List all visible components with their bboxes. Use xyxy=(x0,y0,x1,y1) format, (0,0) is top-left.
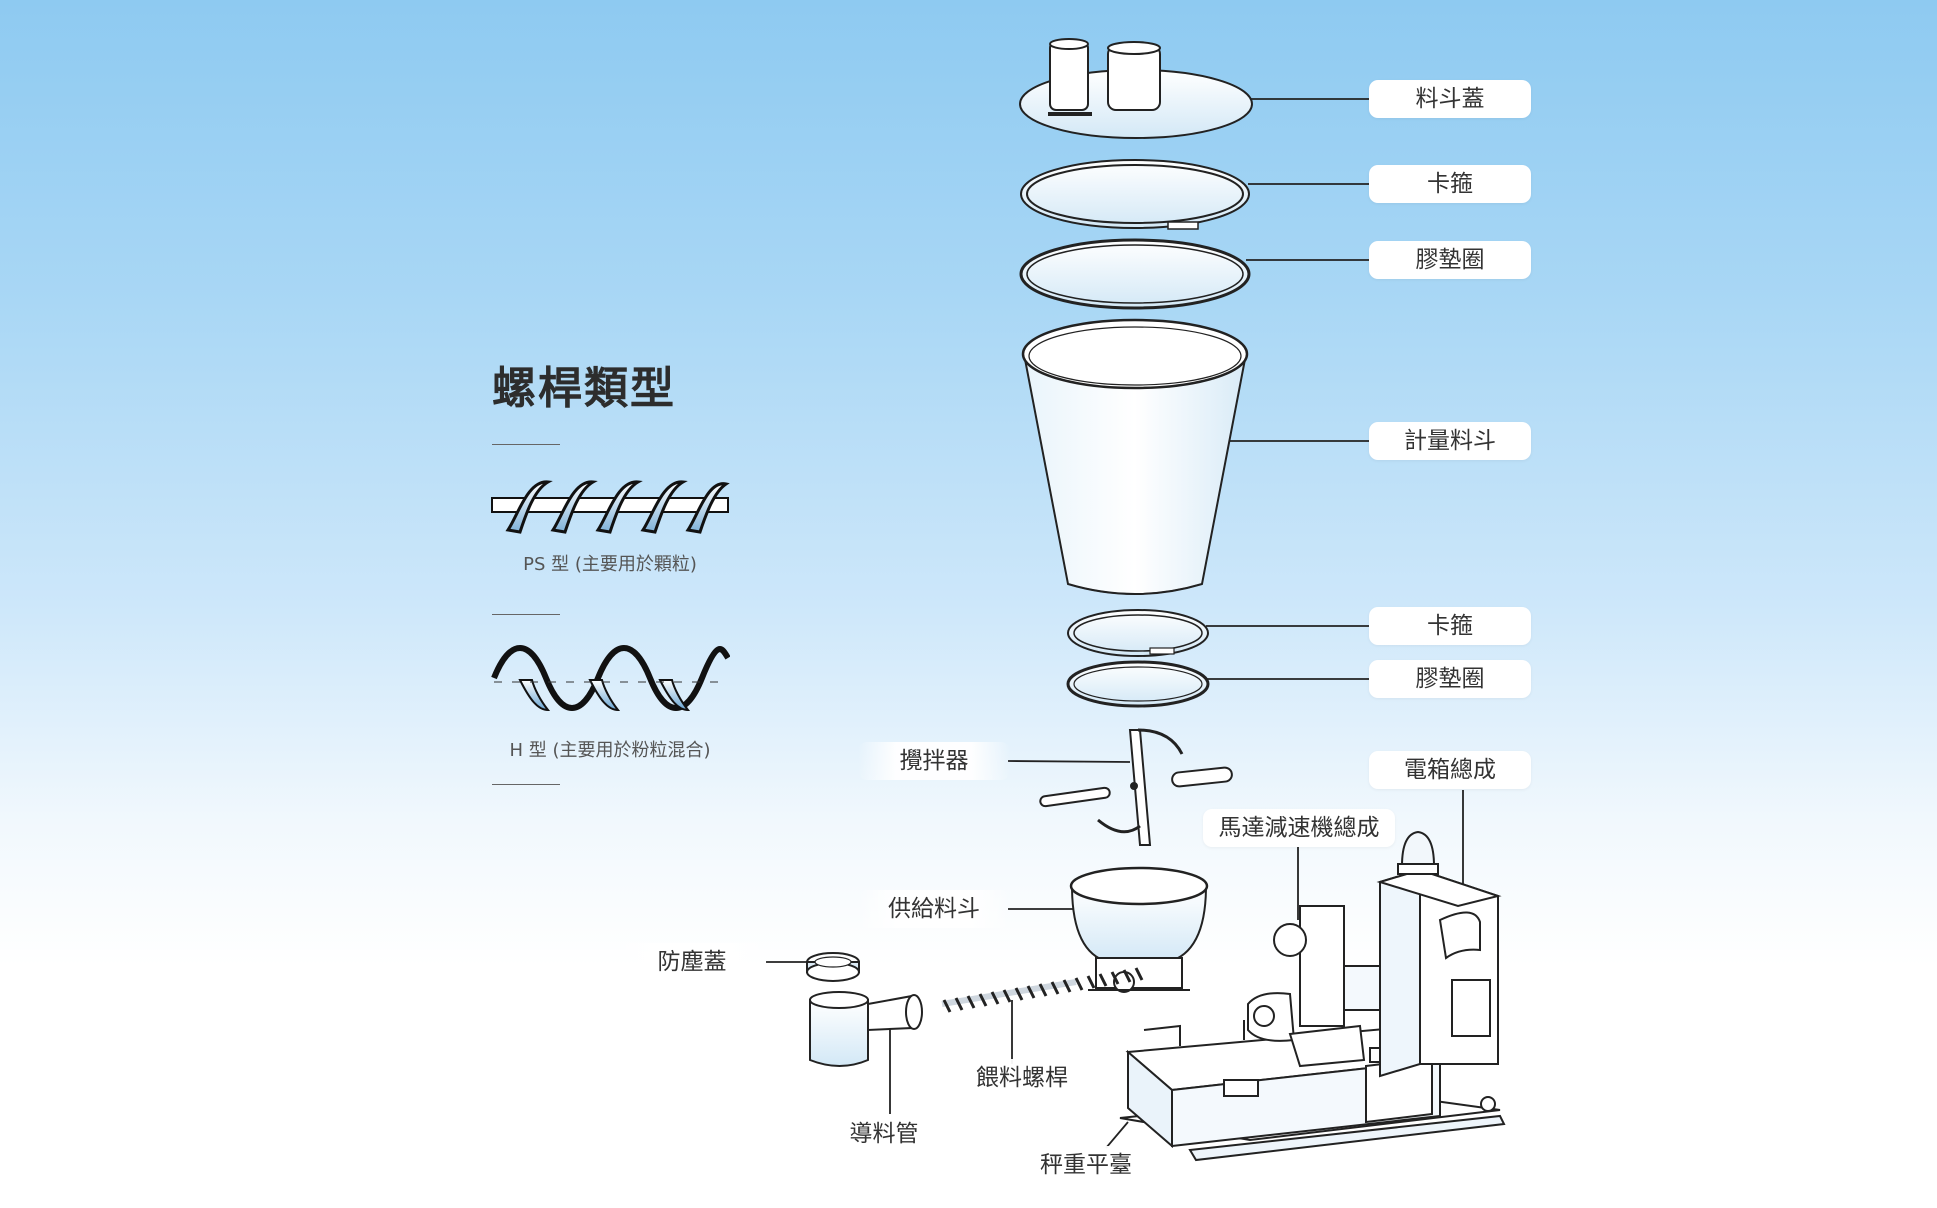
clamp-bottom-part xyxy=(1067,609,1209,657)
label-agitator: 攪拌器 xyxy=(858,742,1010,780)
label-clamp-top: 卡箍 xyxy=(1369,165,1531,203)
label-hopper-lid: 料斗蓋 xyxy=(1369,80,1531,118)
label-clamp-bottom: 卡箍 xyxy=(1369,607,1531,645)
label-weighing-platform: 秤重平臺 xyxy=(1010,1146,1162,1184)
label-feed-screw: 餵料螺桿 xyxy=(946,1059,1098,1097)
label-dust-cover: 防塵蓋 xyxy=(616,943,768,981)
gasket-bottom-part xyxy=(1066,660,1210,708)
label-metering-hopper: 計量料斗 xyxy=(1369,422,1531,460)
hopper-lid-part xyxy=(1019,38,1253,139)
label-gasket-top: 膠墊圈 xyxy=(1369,241,1531,279)
screw-types-title: 螺桿類型 xyxy=(492,363,676,414)
divider xyxy=(492,614,560,615)
label-electric-box: 電箱總成 xyxy=(1369,751,1531,789)
label-gasket-bottom: 膠墊圈 xyxy=(1369,660,1531,698)
agitator-part xyxy=(1039,728,1233,846)
h-screw-illustration xyxy=(491,645,730,712)
divider xyxy=(492,784,560,785)
clamp-top-part xyxy=(1020,159,1250,230)
guide-tube-part xyxy=(809,991,923,1067)
label-motor-reducer: 馬達減速機總成 xyxy=(1203,809,1395,847)
electric-box-part xyxy=(1376,830,1502,1078)
ps-screw-illustration xyxy=(491,480,730,534)
label-guide-tube: 導料管 xyxy=(808,1115,960,1153)
label-supply-hopper: 供給料斗 xyxy=(858,890,1010,928)
divider xyxy=(492,444,560,445)
gasket-top-part xyxy=(1019,238,1251,310)
h-screw-caption: H 型 (主要用於粉粒混合) xyxy=(509,740,711,761)
supply-hopper-part xyxy=(1069,866,1209,993)
metering-hopper-part xyxy=(1021,318,1249,595)
feed-screw-part xyxy=(941,967,1144,1013)
dust-cover-part xyxy=(806,952,860,982)
ps-screw-caption: PS 型 (主要用於顆粒) xyxy=(523,554,697,575)
